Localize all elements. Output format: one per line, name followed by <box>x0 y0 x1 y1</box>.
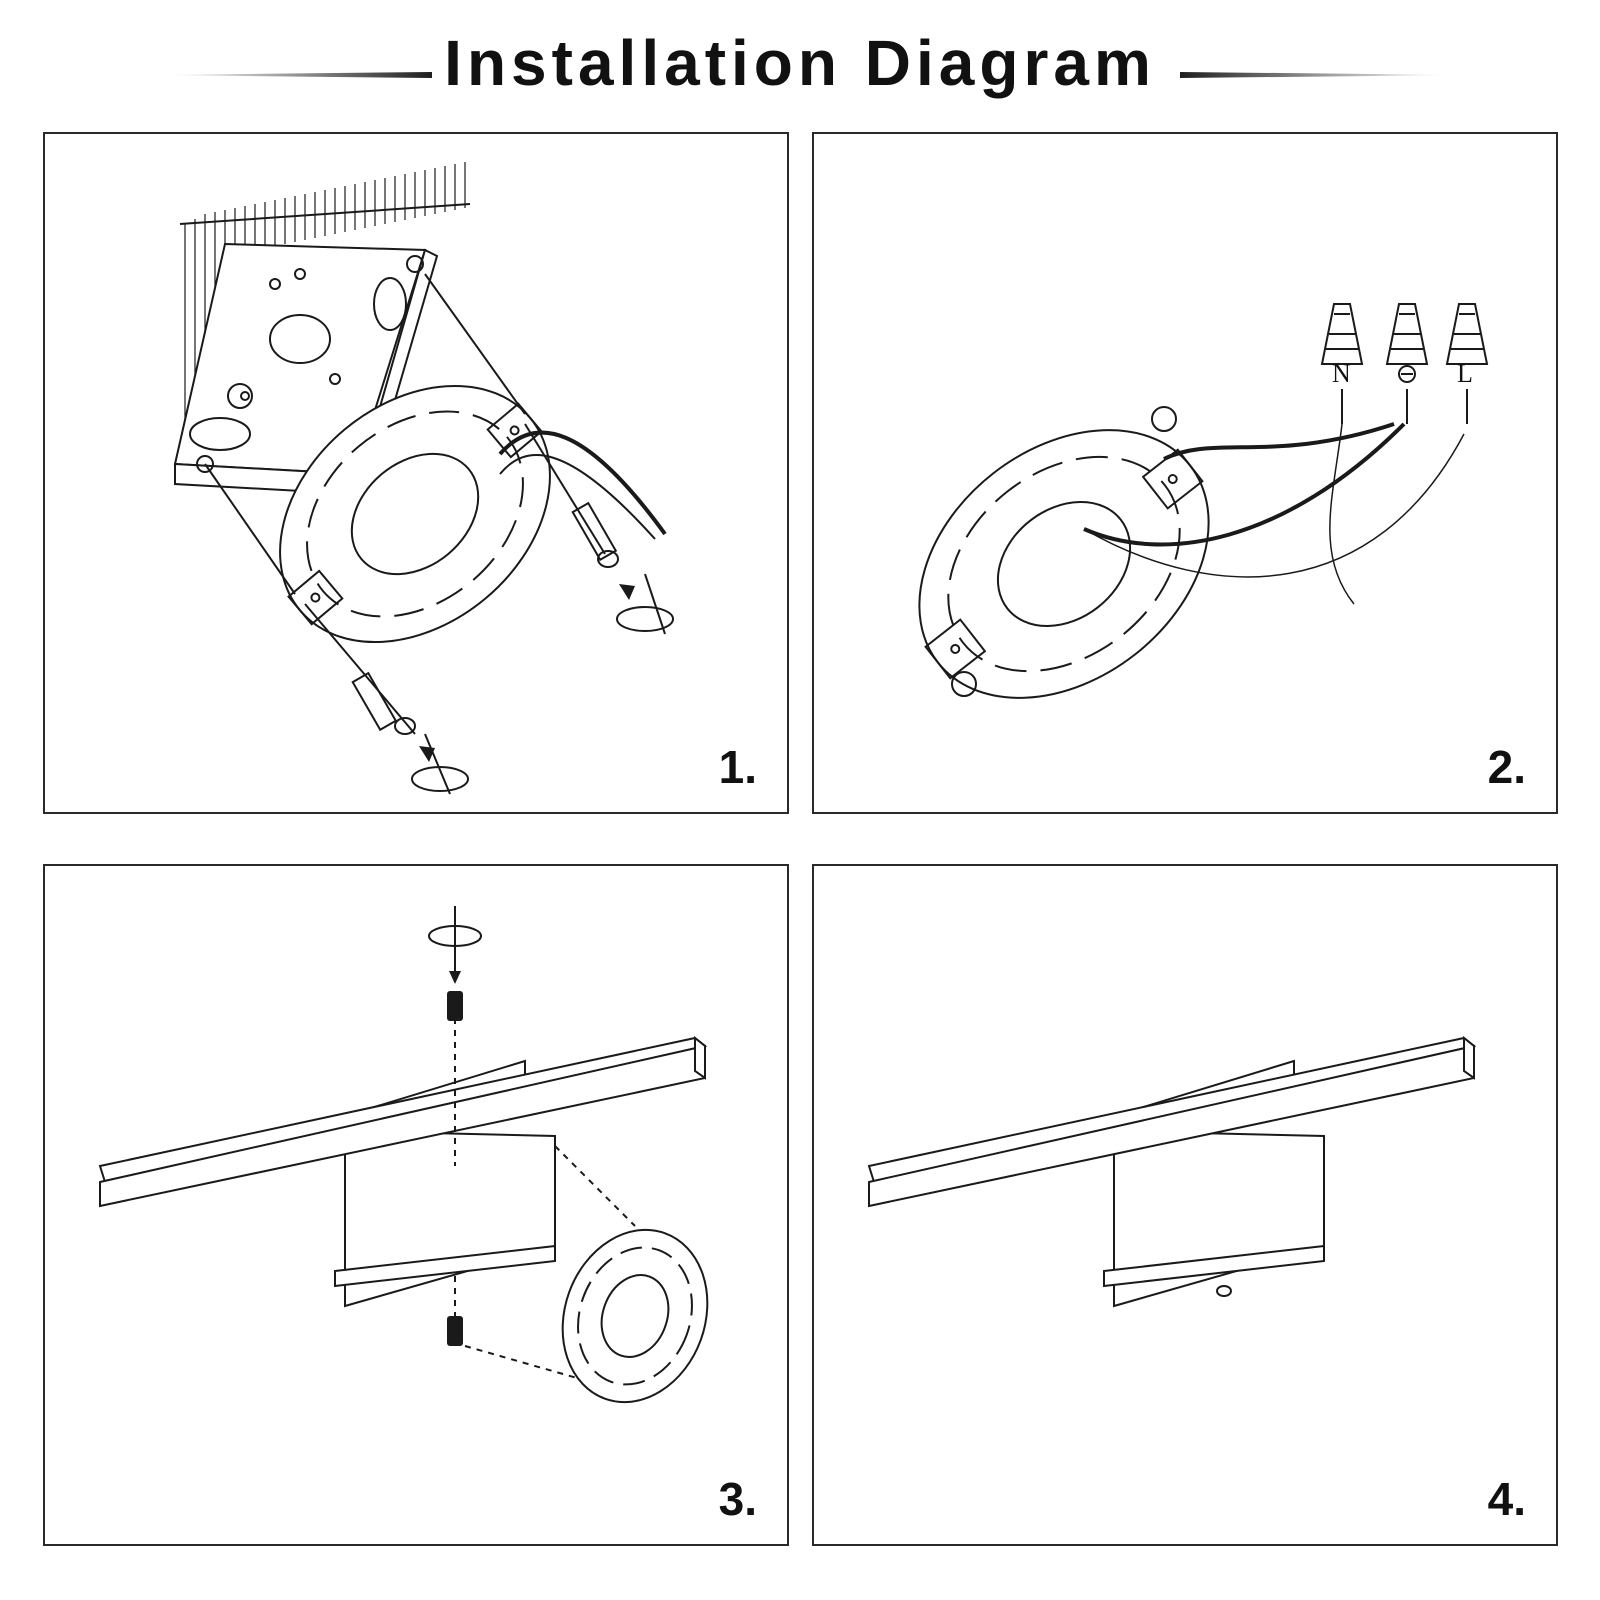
step-1-illustration <box>173 162 674 795</box>
page-title: Installation Diagram <box>444 27 1156 99</box>
step-4-illustration <box>867 1035 1477 1308</box>
label-l: L <box>1457 359 1473 388</box>
mounting-bracket <box>918 429 1210 699</box>
screw-bottom <box>447 1316 463 1346</box>
ground-screw <box>951 671 977 697</box>
title-rule-left <box>170 72 432 78</box>
ground-symbol-icon <box>1398 365 1416 383</box>
screw-top <box>447 991 463 1021</box>
title-rule-right <box>1180 72 1442 78</box>
mounting-bracket <box>279 384 551 644</box>
rotate-arrow-left <box>411 766 469 792</box>
label-n: N <box>1332 359 1351 388</box>
mounting-bracket <box>561 1228 709 1404</box>
step-2-panel: N L 2. <box>812 132 1558 814</box>
header: Installation Diagram <box>0 18 1600 118</box>
step-2-illustration: N L <box>918 303 1489 699</box>
wire-connector-n <box>1320 303 1364 365</box>
step-number: 2. <box>1487 741 1526 793</box>
step-number: 3. <box>718 1473 757 1525</box>
step-4-panel: 4. <box>812 864 1558 1546</box>
wire-connector-l <box>1445 303 1489 365</box>
screw-right <box>571 501 619 568</box>
step-number: 4. <box>1487 1473 1526 1525</box>
light-bar <box>867 1035 1477 1208</box>
wire-connector-ground <box>1385 303 1429 365</box>
light-bar <box>98 1035 708 1208</box>
step-3-panel: 3. <box>43 864 789 1546</box>
step-number: 1. <box>718 741 757 793</box>
step-1-panel: 1. <box>43 132 789 814</box>
screw-left <box>351 671 416 735</box>
step-3-illustration <box>98 906 709 1404</box>
rotate-arrow-right <box>616 606 674 632</box>
